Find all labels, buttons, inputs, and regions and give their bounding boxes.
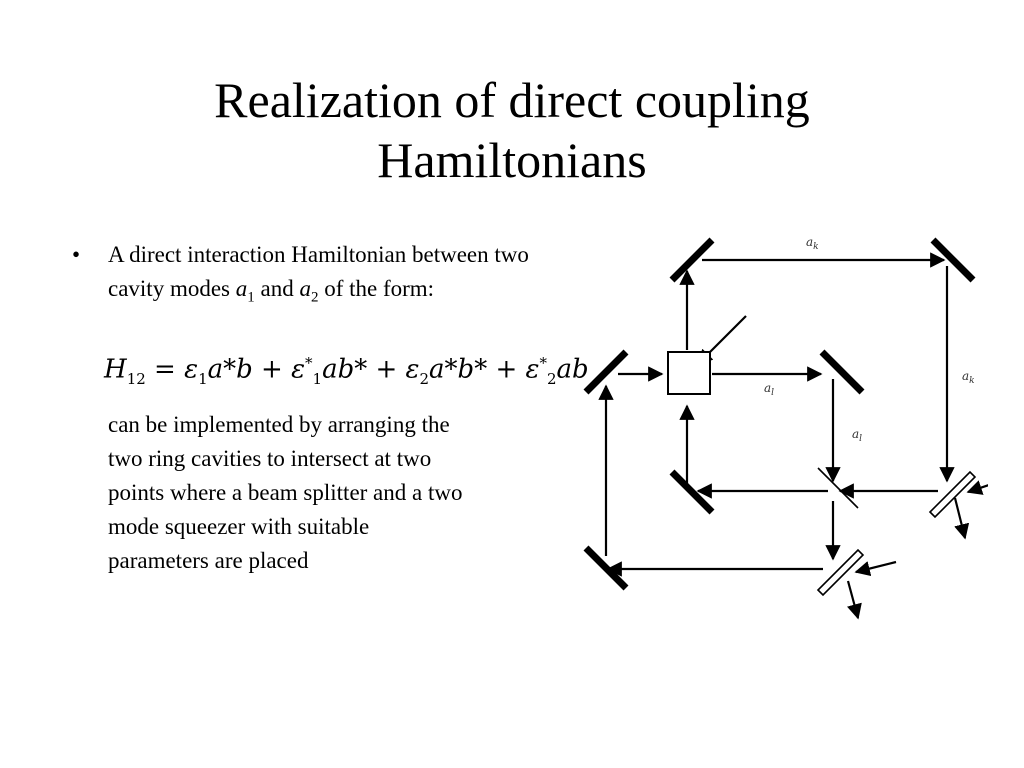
formula-t1: ε <box>184 354 199 385</box>
mode2-symbol: a <box>299 276 311 301</box>
bullet-list: • A direct interaction Hamiltonian betwe… <box>72 238 562 315</box>
formula-t4-sup: * <box>539 354 547 372</box>
mirror-top-left <box>669 237 715 283</box>
title-line-1: Realization of direct coupling <box>214 72 810 128</box>
squeezer-bottom <box>816 548 865 597</box>
formula-t2-sup: * <box>305 354 313 372</box>
bullet-text-b: and <box>254 276 300 301</box>
formula-t4-rest: ab <box>556 354 589 385</box>
formula-t2-sub: 1 <box>312 369 323 388</box>
formula-t4-sub: 2 <box>546 369 557 388</box>
output-beam-bottom <box>846 580 862 620</box>
beam-splitter <box>817 467 859 509</box>
mirror-inner-bottom <box>669 469 715 515</box>
mirror-top-right <box>930 237 976 283</box>
label-al-right: al <box>852 427 862 444</box>
continuation-line-2: two ring cavities to intersect at two <box>108 446 432 471</box>
mirror-mid <box>819 349 865 395</box>
continuation-line-4: mode squeezer with suitable <box>108 514 370 539</box>
slide-title: Realization of direct coupling Hamiltoni… <box>100 70 924 190</box>
continuation-line-1: can be implemented by arranging the <box>108 412 450 437</box>
mode1-subscript: 1 <box>247 289 255 306</box>
ring-cavity-diagram: ak ak al al <box>583 235 988 620</box>
formula-t1-rest: a*b + <box>207 354 292 385</box>
input-beam-right <box>966 480 988 495</box>
bullet-marker: • <box>72 242 81 267</box>
formula-t3-rest: a*b* + <box>429 354 526 385</box>
bullet-text: A direct interaction Hamiltonian between… <box>108 242 529 306</box>
mirror-bottom-left <box>583 545 629 591</box>
continuation-text: can be implemented by arranging the two … <box>108 408 558 578</box>
mode2-subscript: 2 <box>310 289 319 306</box>
formula-t2-rest: ab* + <box>322 354 406 385</box>
hamiltonian-formula: H12 = ε1a*b + ε*1ab* + ε2a*b* + ε*2ab <box>104 354 589 388</box>
formula-t3-sub: 2 <box>419 369 430 388</box>
formula-H-sub: 12 <box>126 369 146 388</box>
label-ak-top: ak <box>806 235 819 252</box>
formula-t4: ε <box>525 354 540 385</box>
formula-H: H <box>104 354 127 385</box>
label-al-mid: al <box>764 381 774 398</box>
label-ak-right: ak <box>962 369 975 386</box>
output-beam-right <box>953 497 970 540</box>
bullet-text-c: of the form: <box>318 276 435 301</box>
coupling-box <box>667 351 711 395</box>
formula-t1-sub: 1 <box>198 369 208 388</box>
title-line-2: Hamiltonians <box>377 132 647 188</box>
mode1-symbol: a <box>235 276 248 301</box>
continuation-line-3: points where a beam splitter and a two <box>108 480 463 505</box>
continuation-line-5: parameters are placed <box>108 548 309 573</box>
bullet-text-a: A direct interaction Hamiltonian between… <box>108 242 529 301</box>
formula-t3: ε <box>405 354 420 385</box>
input-beam-bottom <box>854 560 897 577</box>
squeezer-right <box>928 470 977 519</box>
bullet-item: • A direct interaction Hamiltonian betwe… <box>72 238 562 315</box>
formula-eq: = <box>145 354 185 385</box>
formula-t2: ε <box>291 354 306 385</box>
mirror-left <box>583 349 629 395</box>
